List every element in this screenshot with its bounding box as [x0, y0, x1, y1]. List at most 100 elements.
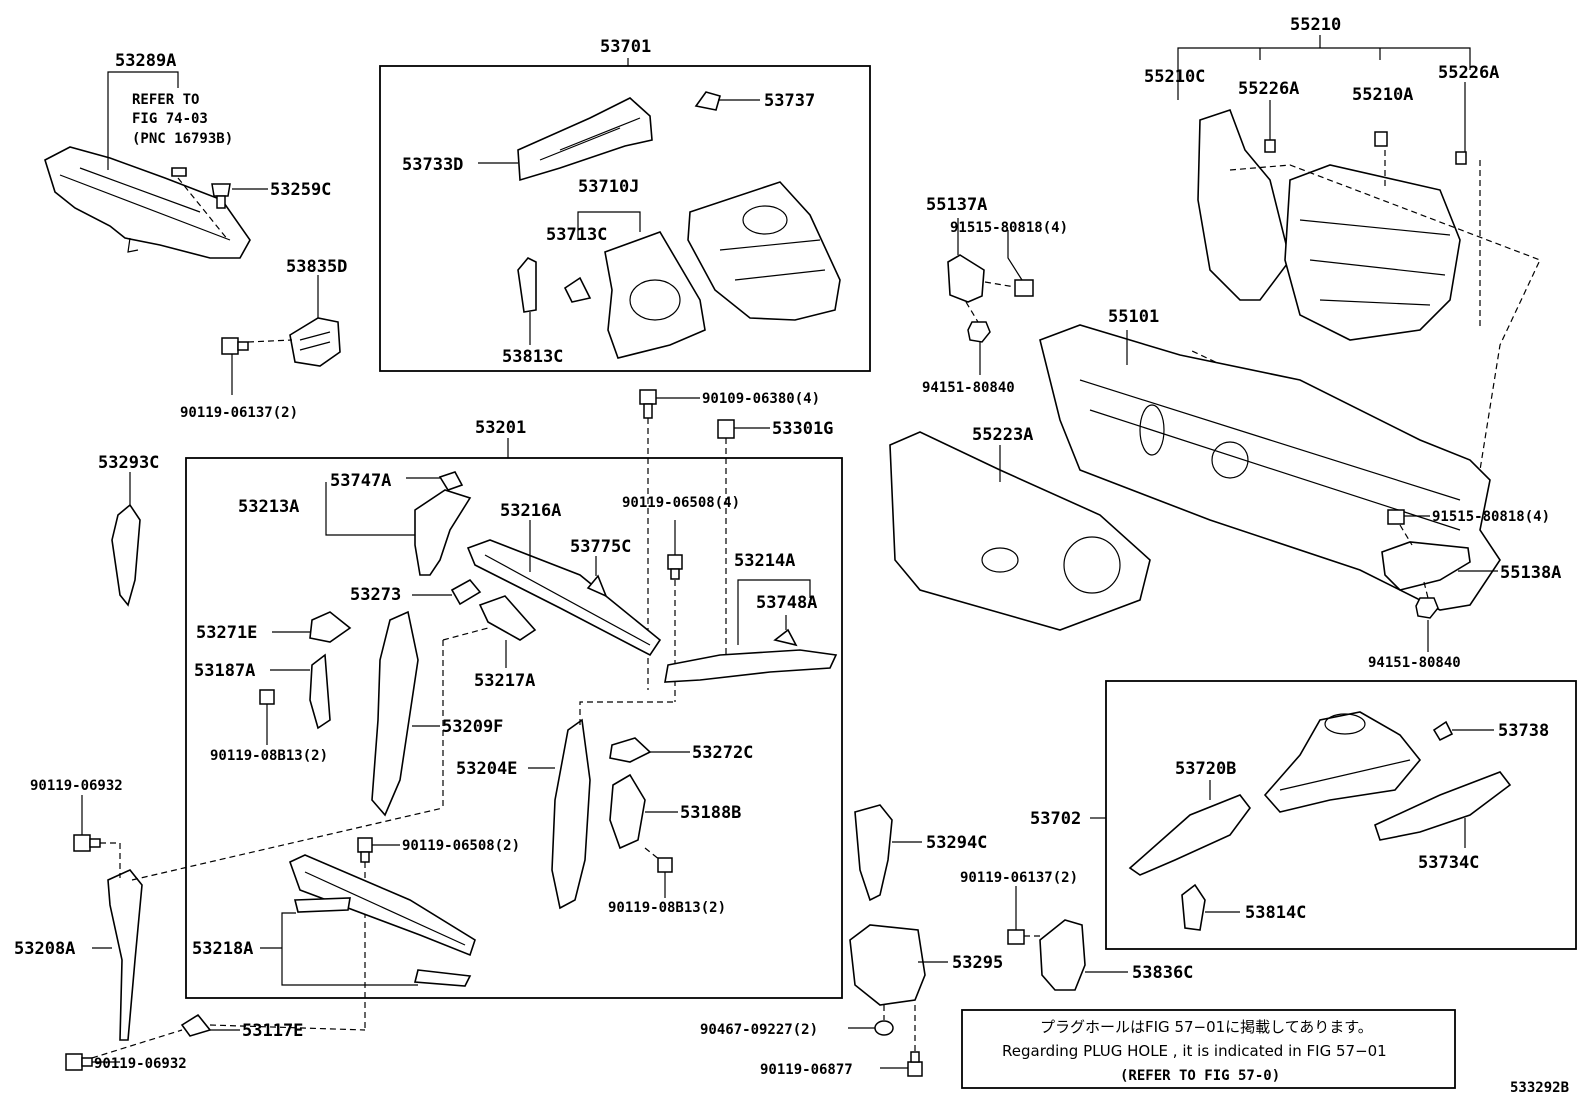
bolt-90119-06508-2[interactable]: [357, 837, 373, 863]
label-53733D: 53733D: [402, 155, 463, 175]
bolt-90109-06380[interactable]: [639, 389, 657, 419]
part-53293C[interactable]: [111, 503, 141, 607]
label-53187A: 53187A: [194, 661, 255, 681]
label-90109-06380: 90109-06380(4): [702, 391, 820, 407]
label-91515-80818-b: 91515-80818(4): [1432, 509, 1550, 525]
part-53747A[interactable]: [438, 471, 464, 491]
refer-line-2: FIG 74-03: [132, 111, 208, 127]
label-53748A: 53748A: [756, 593, 817, 613]
label-53204E: 53204E: [456, 759, 517, 779]
part-53218A-lower-2[interactable]: [413, 969, 472, 987]
part-55210C[interactable]: [1197, 108, 1291, 301]
label-53301G: 53301G: [772, 419, 833, 439]
part-53710J-housing[interactable]: [687, 181, 841, 321]
note-jp: プラグホールはFIG 57−01に掲載してあります。: [1040, 1018, 1373, 1036]
label-90467-09227: 90467-09227(2): [700, 1022, 818, 1038]
part-53814C[interactable]: [1181, 883, 1206, 931]
label-53836C: 53836C: [1132, 963, 1193, 983]
part-53737[interactable]: [694, 91, 721, 111]
label-55226A-1: 55226A: [1238, 79, 1299, 99]
part-53204E[interactable]: [551, 718, 591, 910]
part-53713C[interactable]: [563, 276, 592, 303]
part-53187A[interactable]: [309, 653, 331, 730]
label-90119-06508-4: 90119-06508(4): [622, 495, 740, 511]
part-53748A[interactable]: [773, 628, 798, 647]
part-55223A[interactable]: [889, 431, 1151, 631]
bolt-90119-06932-a[interactable]: [73, 834, 101, 852]
label-90119-06932-a: 90119-06932: [30, 778, 123, 794]
part-53209F[interactable]: [371, 610, 419, 817]
grommet-53301G[interactable]: [717, 419, 735, 439]
part-53295[interactable]: [849, 924, 926, 1006]
part-55138A[interactable]: [1381, 541, 1471, 591]
label-53835D: 53835D: [286, 257, 347, 277]
nut-94151-80840-a[interactable]: [967, 321, 991, 343]
part-53813C[interactable]: [517, 257, 537, 313]
part-53720B[interactable]: [1128, 794, 1252, 876]
label-90119-06508-2: 90119-06508(2): [402, 838, 520, 854]
part-53217A[interactable]: [478, 595, 537, 641]
part-53218A-lower-1[interactable]: [293, 897, 351, 913]
clip-55226A-1[interactable]: [1264, 139, 1276, 153]
label-53216A: 53216A: [500, 501, 561, 521]
note-en: Regarding PLUG HOLE , it is indicated in…: [1002, 1042, 1387, 1060]
part-53271E[interactable]: [309, 611, 352, 643]
part-55137A[interactable]: [947, 254, 985, 303]
part-53294C[interactable]: [854, 804, 893, 902]
part-53218A[interactable]: [289, 854, 476, 957]
part-53836C[interactable]: [1039, 919, 1086, 991]
label-53201: 53201: [475, 418, 526, 438]
label-55137A: 55137A: [926, 195, 987, 215]
label-53117E: 53117E: [242, 1021, 303, 1041]
label-53813C: 53813C: [502, 347, 563, 367]
label-53737: 53737: [764, 91, 815, 111]
part-53214A[interactable]: [664, 649, 838, 683]
clip-53259C[interactable]: [211, 183, 231, 209]
bolt-90119-06932-b[interactable]: [65, 1053, 93, 1071]
clip-55226A-3[interactable]: [1455, 151, 1467, 165]
bolt-90119-08B13-b[interactable]: [657, 857, 673, 873]
part-53775C[interactable]: [586, 574, 608, 598]
part-53710J[interactable]: [604, 231, 706, 359]
part-53216A[interactable]: [466, 539, 662, 657]
label-55210A: 55210A: [1352, 85, 1413, 105]
part-53733D[interactable]: [517, 97, 653, 182]
part-53272C[interactable]: [609, 737, 652, 763]
label-90119-06877: 90119-06877: [760, 1062, 853, 1078]
group-box-53201: [185, 457, 843, 999]
part-53702-housing[interactable]: [1263, 711, 1422, 813]
label-53775C: 53775C: [570, 537, 631, 557]
bolt-90119-06877[interactable]: [907, 1051, 923, 1077]
part-55210A[interactable]: [1284, 164, 1461, 341]
part-53289A[interactable]: [44, 146, 251, 259]
bolt-90119-06137-b[interactable]: [1007, 929, 1025, 945]
label-53259C: 53259C: [270, 180, 331, 200]
part-53117E[interactable]: [180, 1013, 212, 1037]
label-55210C: 55210C: [1144, 67, 1205, 87]
clip-55226A-2[interactable]: [1374, 131, 1388, 147]
part-53188B[interactable]: [609, 773, 646, 850]
part-53208A[interactable]: [107, 869, 143, 1041]
label-53720B: 53720B: [1175, 759, 1236, 779]
label-53747A: 53747A: [330, 471, 391, 491]
label-53208A: 53208A: [14, 939, 75, 959]
bolt-90119-08B13-a[interactable]: [259, 689, 275, 705]
label-53273: 53273: [350, 585, 401, 605]
part-53273[interactable]: [450, 578, 482, 606]
part-55101[interactable]: [1039, 324, 1501, 611]
bolt-90119-06137[interactable]: [221, 337, 249, 355]
part-53734C[interactable]: [1374, 771, 1512, 841]
bolt-90119-06508-4[interactable]: [667, 554, 683, 580]
label-90119-08B13-a: 90119-08B13(2): [210, 748, 328, 764]
label-94151-80840-a: 94151-80840: [922, 380, 1015, 396]
nut-94151-80840-b[interactable]: [1415, 597, 1439, 619]
bolt-91515-80818-a[interactable]: [1014, 279, 1034, 297]
label-53738: 53738: [1498, 721, 1549, 741]
part-53835D[interactable]: [289, 317, 341, 367]
label-90119-08B13-b: 90119-08B13(2): [608, 900, 726, 916]
part-53213A[interactable]: [414, 489, 472, 576]
figure-id: 533292B: [1510, 1080, 1569, 1096]
nut-90467-09227[interactable]: [874, 1020, 894, 1036]
part-53738[interactable]: [1432, 720, 1454, 742]
bolt-91515-80818-b[interactable]: [1387, 509, 1405, 525]
